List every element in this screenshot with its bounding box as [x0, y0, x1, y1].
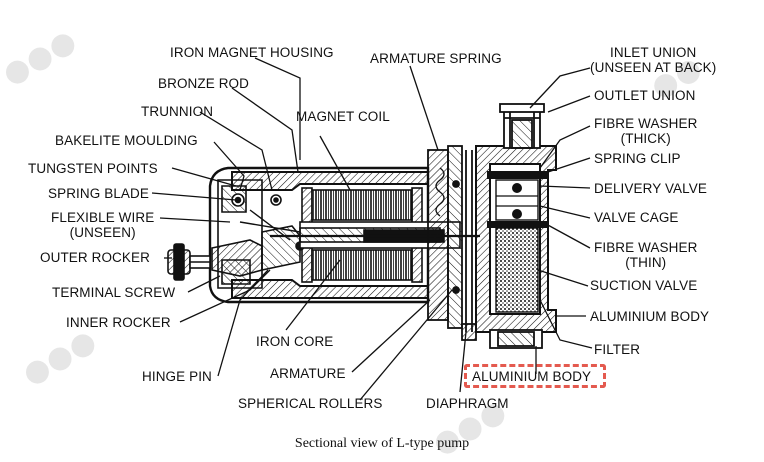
label-flexible-wire-line1: FLEXIBLE WIRE — [51, 210, 155, 225]
label-iron-magnet-housing: IRON MAGNET HOUSING — [170, 45, 334, 60]
label-delivery-valve: DELIVERY VALVE — [594, 181, 707, 196]
label-aluminium-body-right: ALUMINIUM BODY — [590, 309, 710, 324]
leader-lines — [151, 57, 593, 401]
label-inlet-union: INLET UNION (UNSEEN AT BACK) — [590, 45, 716, 75]
highlight-box — [464, 364, 606, 388]
label-spring-blade: SPRING BLADE — [48, 186, 149, 201]
label-hinge-pin: HINGE PIN — [142, 369, 212, 384]
rocker-mechanism — [211, 209, 305, 277]
label-fibre-washer-thick-line2: (THICK) — [620, 131, 671, 146]
label-inlet-union-line1: INLET UNION — [610, 45, 697, 60]
label-fibre-washer-thin: FIBRE WASHER (THIN) — [594, 240, 697, 270]
label-spherical-rollers: SPHERICAL ROLLERS — [238, 396, 383, 411]
inlet-union-shape — [489, 329, 543, 349]
label-fibre-washer-thin-line1: FIBRE WASHER — [594, 240, 698, 255]
label-bronze-rod: BRONZE ROD — [158, 76, 250, 91]
label-trunnion: TRUNNION — [141, 104, 214, 119]
outlet-union-shape — [499, 103, 545, 149]
label-valve-cage: VALVE CAGE — [594, 210, 679, 225]
label-magnet-coil: MAGNET COIL — [296, 109, 390, 124]
label-bakelite-moulding: BAKELITE MOULDING — [55, 133, 198, 148]
label-aluminium-body-bottom: ALUMINIUM BODY — [472, 369, 592, 384]
label-iron-core: IRON CORE — [256, 334, 334, 349]
figure-caption: Sectional view of L-type pump — [294, 436, 470, 451]
terminal-knob — [167, 243, 211, 281]
label-flexible-wire-line2: (UNSEEN) — [69, 225, 136, 240]
label-inner-rocker: INNER ROCKER — [66, 315, 171, 330]
label-armature: ARMATURE — [270, 366, 346, 381]
label-fibre-washer-thick: FIBRE WASHER (THICK) — [594, 116, 697, 146]
label-tungsten-points: TUNGSTEN POINTS — [28, 161, 158, 176]
label-suction-valve: SUCTION VALVE — [590, 278, 698, 293]
label-spring-clip: SPRING CLIP — [594, 151, 681, 166]
label-terminal-screw: TERMINAL SCREW — [52, 285, 176, 300]
label-inlet-union-line2: (UNSEEN AT BACK) — [590, 60, 717, 75]
label-flexible-wire: FLEXIBLE WIRE (UNSEEN) — [51, 210, 154, 240]
label-armature-spring: ARMATURE SPRING — [370, 51, 502, 66]
label-outer-rocker: OUTER ROCKER — [40, 250, 150, 265]
diaphragm-shape — [461, 150, 477, 341]
label-fibre-washer-thin-line2: (THIN) — [625, 255, 667, 270]
armature-block — [427, 145, 463, 329]
aluminium-body-shape — [475, 145, 557, 333]
label-outlet-union: OUTLET UNION — [594, 88, 696, 103]
label-fibre-washer-thick-line1: FIBRE WASHER — [594, 116, 698, 131]
label-diaphragm: DIAPHRAGM — [426, 396, 509, 411]
label-filter: FILTER — [594, 342, 641, 357]
